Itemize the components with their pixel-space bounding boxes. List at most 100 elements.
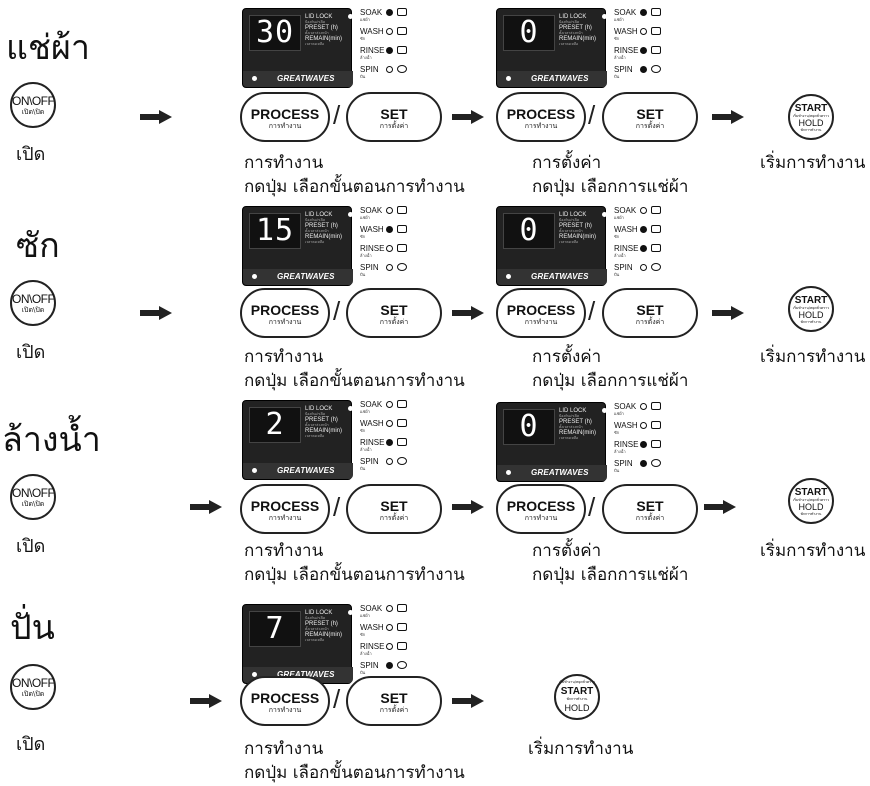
onoff-button[interactable]: ON\OFF เปิด\ปิด — [10, 280, 56, 326]
spin-indicator-icon — [386, 264, 393, 271]
arrow-right-icon — [190, 694, 222, 708]
preset-label: PRESET (h)ตั้งเวลาล่วงหน้า — [305, 417, 338, 427]
preset-label: PRESET (h)ตั้งเวลาล่วงหน้า — [305, 621, 338, 631]
soak-indicator-icon — [386, 401, 393, 408]
remain-label: REMAIN(min)เวลาคงเหลือ — [559, 430, 596, 440]
wash-icon — [651, 27, 661, 35]
power-dot-icon — [252, 76, 257, 81]
slash-separator: / — [588, 296, 596, 326]
wash-icon — [651, 225, 661, 233]
power-dot-icon — [252, 274, 257, 279]
preset-label: PRESET (h)ตั้งเวลาล่วงหน้า — [559, 223, 592, 233]
start-caption: เริ่มการทำงาน — [760, 153, 866, 173]
lcd-display: 15 — [249, 213, 301, 249]
onoff-label: ON\OFF — [12, 292, 55, 306]
onoff-caption: เปิด — [16, 144, 46, 165]
start-caption: เริ่มการทำงาน — [760, 541, 866, 561]
spin-indicator-icon — [640, 460, 647, 467]
rinse-icon — [651, 46, 661, 54]
wash-indicator-icon — [386, 226, 393, 233]
rinse-indicator-icon — [386, 245, 393, 252]
onoff-button[interactable]: ON\OFF เปิด\ปิด — [10, 474, 56, 520]
process-caption-desc: กดปุ่ม เลือกขั้นตอนการทำงาน — [244, 763, 465, 783]
process-caption-desc: กดปุ่ม เลือกขั้นตอนการทำงาน — [244, 371, 465, 391]
set-caption-desc: กดปุ่ม เลือกการแช่ผ้า — [532, 565, 689, 585]
wash-icon — [397, 623, 407, 631]
arrow-right-icon — [452, 500, 484, 514]
soak-indicator-icon — [640, 403, 647, 410]
spin-icon — [651, 65, 661, 73]
wash-indicator-icon — [386, 624, 393, 631]
process-caption-title: การทำงาน — [244, 347, 324, 367]
soak-icon — [397, 604, 407, 612]
power-dot-icon — [252, 672, 257, 677]
arrow-right-icon — [190, 500, 222, 514]
brand-logo: GREATWAVES — [531, 74, 589, 83]
soak-indicator-icon — [640, 207, 647, 214]
arrow-right-icon — [140, 110, 172, 124]
wash-icon — [397, 419, 407, 427]
spin-icon — [397, 661, 407, 669]
rinse-icon — [651, 244, 661, 252]
rinse-indicator-icon — [386, 439, 393, 446]
soak-icon — [397, 400, 407, 408]
rinse-icon — [397, 244, 407, 252]
onoff-sublabel: เปิด\ปิด — [21, 108, 45, 116]
brand-logo: GREATWAVES — [531, 468, 589, 477]
arrow-right-icon — [712, 110, 744, 124]
soak-indicator-icon — [386, 9, 393, 16]
remain-label: REMAIN(min)เวลาคงเหลือ — [559, 36, 596, 46]
power-dot-icon — [506, 76, 511, 81]
rinse-icon — [397, 46, 407, 54]
spin-indicator-icon — [640, 264, 647, 271]
onoff-button[interactable]: ON\OFF เปิด\ปิด — [10, 82, 56, 128]
soak-icon — [651, 206, 661, 214]
lcd-display: 0 — [503, 15, 555, 51]
spin-icon — [397, 457, 407, 465]
arrow-right-icon — [140, 306, 172, 320]
onoff-button[interactable]: ON\OFF เปิด\ปิด — [10, 664, 56, 710]
slash-separator: / — [333, 492, 341, 522]
rinse-indicator-icon — [640, 245, 647, 252]
slash-separator: / — [333, 100, 341, 130]
lcd-display: 2 — [249, 407, 301, 443]
